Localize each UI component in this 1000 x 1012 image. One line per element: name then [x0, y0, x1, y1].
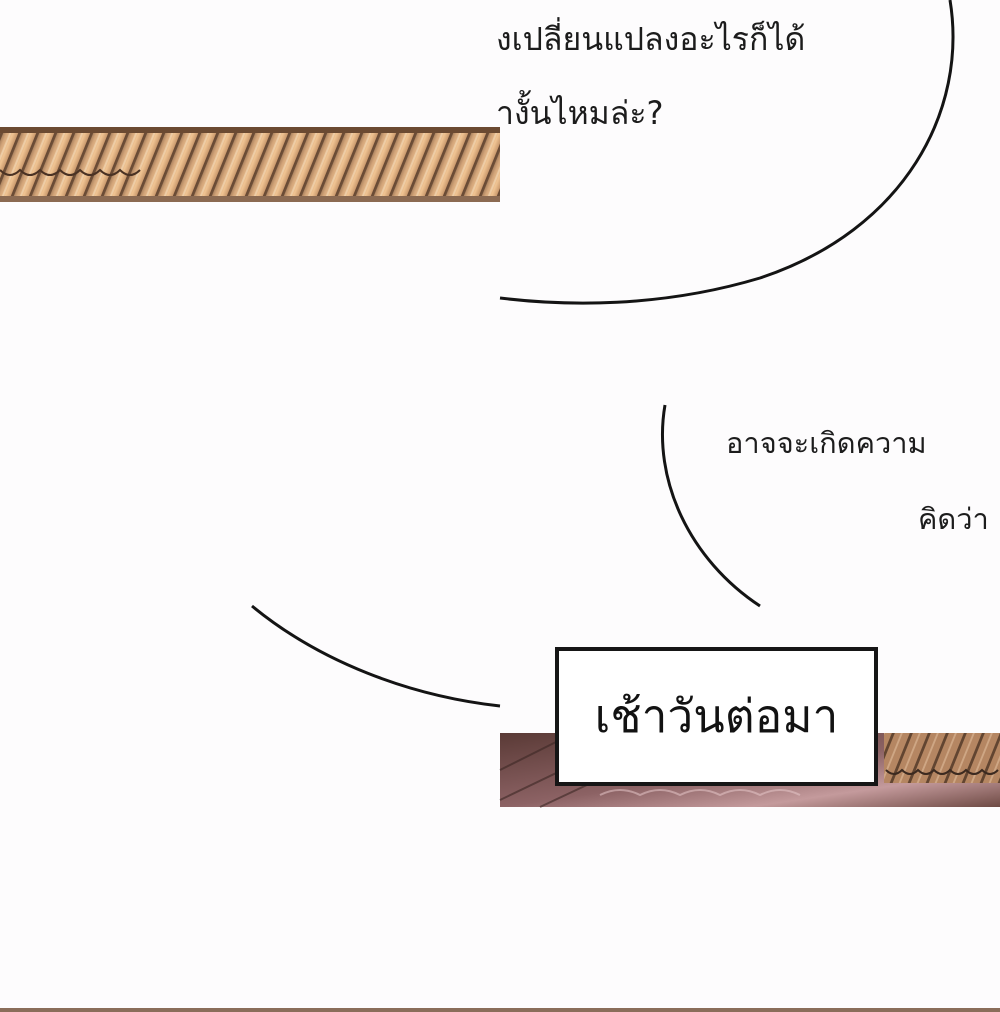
speech-text-top-line1: งเปลี่ยนแปลงอะไรก็ได้ — [496, 20, 806, 58]
speech-bubble-right-outline — [660, 404, 761, 608]
speech-bubble-top-outline — [499, 0, 955, 305]
speech-bubble-left-outline — [251, 604, 501, 708]
speech-text-right-line1: อาจจะเกิดความ — [726, 426, 927, 460]
speech-text-top-line2: างั้นไหมล่ะ? — [496, 94, 664, 132]
narration-caption-box: เช้าวันต่อมา — [555, 647, 878, 786]
roof-tiles-top — [0, 127, 500, 202]
narration-caption-text: เช้าวันต่อมา — [594, 689, 839, 743]
speech-text-right-line2: คิดว่า — [918, 502, 989, 536]
bottom-panel-edge — [0, 1008, 1000, 1012]
